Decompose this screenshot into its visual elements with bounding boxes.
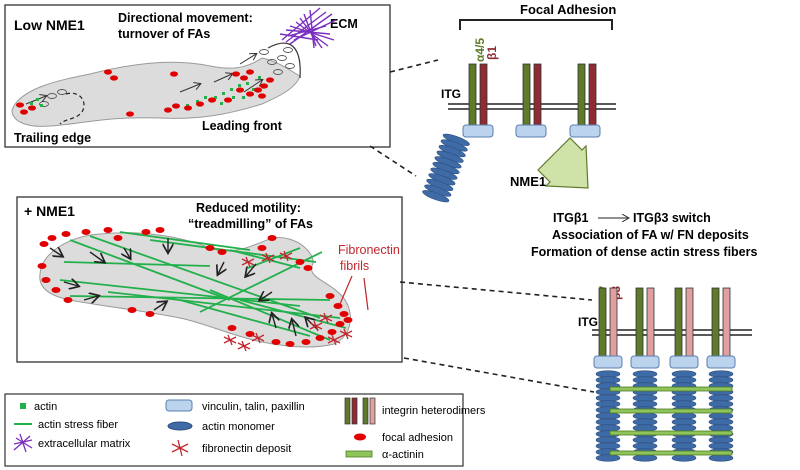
formation-text: Formation of dense actin stress fibers xyxy=(531,245,757,259)
plus-nme1-panel: + NME1 Reduced motility: “treadmilling” … xyxy=(16,196,403,363)
legend-actin-swatch xyxy=(20,403,26,409)
itg-bottom-label: ITG xyxy=(578,315,598,329)
legend-fn-icon xyxy=(171,439,189,457)
directional-line2: turnover of FAs xyxy=(118,27,210,41)
low-panel-title: Low NME1 xyxy=(14,17,85,33)
legend-vinculin-swatch xyxy=(165,399,193,412)
legend-vinculin: vinculin, talin, paxillin xyxy=(202,401,305,413)
legend-stress-fiber: actin stress fiber xyxy=(38,419,118,431)
turnover-ovals xyxy=(39,47,295,107)
integrin-b3-diagram: αv β3 ITG xyxy=(578,286,752,462)
actin-filament-top xyxy=(422,133,470,203)
trailing-edge-label: Trailing edge xyxy=(14,131,91,145)
vinculin-boxes-top xyxy=(462,124,601,138)
alpha45-label: α4/5 xyxy=(473,38,487,62)
legend-fn-deposit: fibronectin deposit xyxy=(202,443,291,455)
legend-frame xyxy=(4,393,464,467)
ecm-fibers xyxy=(279,7,337,49)
legend-ecm-icon xyxy=(13,433,33,453)
plus-panel-title: + NME1 xyxy=(24,203,75,219)
fibronectin-line2: fibrils xyxy=(340,259,369,273)
legend-integrin: integrin heterodimers xyxy=(382,405,486,417)
trailing-retraction xyxy=(59,92,85,125)
legend-actinin: α-actinin xyxy=(382,449,424,461)
legend-focal-swatch xyxy=(354,433,366,441)
alpha-actinin-crosslinks xyxy=(609,386,733,456)
switch-left: ITGβ1 xyxy=(553,211,588,225)
low-nme1-panel: Low NME1 Directional movement: turnover … xyxy=(4,4,391,148)
reduced-line1: Reduced motility: xyxy=(196,201,301,215)
ecm-label: ECM xyxy=(330,17,358,31)
beta1-label: β1 xyxy=(485,46,499,60)
legend-actin-monomer: actin monomer xyxy=(202,421,275,433)
legend-ecm: extracellular matrix xyxy=(38,438,131,450)
legend-actin-monomer-swatch xyxy=(167,421,193,431)
legend-actinin-swatch xyxy=(345,450,373,458)
ecm-boundary xyxy=(267,42,301,79)
treadmill-arrows xyxy=(49,238,319,337)
itg-top-label: ITG xyxy=(441,87,461,101)
fibronectin-deposits xyxy=(223,250,353,352)
legend-actin: actin xyxy=(34,401,57,413)
assoc-text: Association of FA w/ FN deposits xyxy=(552,228,749,242)
nme1-label: NME1 xyxy=(510,174,546,189)
actin-bundles-bottom xyxy=(595,370,734,462)
switch-right: ITGβ3 switch xyxy=(633,211,711,225)
legend-focal: focal adhesion xyxy=(382,432,453,444)
integrin-pairs-top xyxy=(468,63,597,129)
connector-lines xyxy=(369,59,595,393)
plus-focal-adhesions xyxy=(37,227,353,347)
legend-integrin-icon xyxy=(344,397,376,425)
fibronectin-line1: Fibronectin xyxy=(338,243,400,257)
focal-adhesion-bracket xyxy=(459,19,613,30)
legend: actin actin stress fiber extracellular m… xyxy=(4,393,486,467)
reduced-line2: “treadmilling” of FAs xyxy=(188,217,313,231)
nme1-arrow xyxy=(537,137,589,189)
directional-line1: Directional movement: xyxy=(118,11,253,25)
leading-front-label: Leading front xyxy=(202,119,283,133)
low-focal-adhesions xyxy=(16,69,274,117)
focal-adhesion-title: Focal Adhesion xyxy=(520,2,616,17)
actin-dots xyxy=(30,76,261,107)
focal-adhesion-diagram: Focal Adhesion α4/5 β1 ITG xyxy=(422,2,757,259)
vinculin-boxes-bottom xyxy=(593,355,736,369)
fibronectin-pointers xyxy=(339,275,369,311)
